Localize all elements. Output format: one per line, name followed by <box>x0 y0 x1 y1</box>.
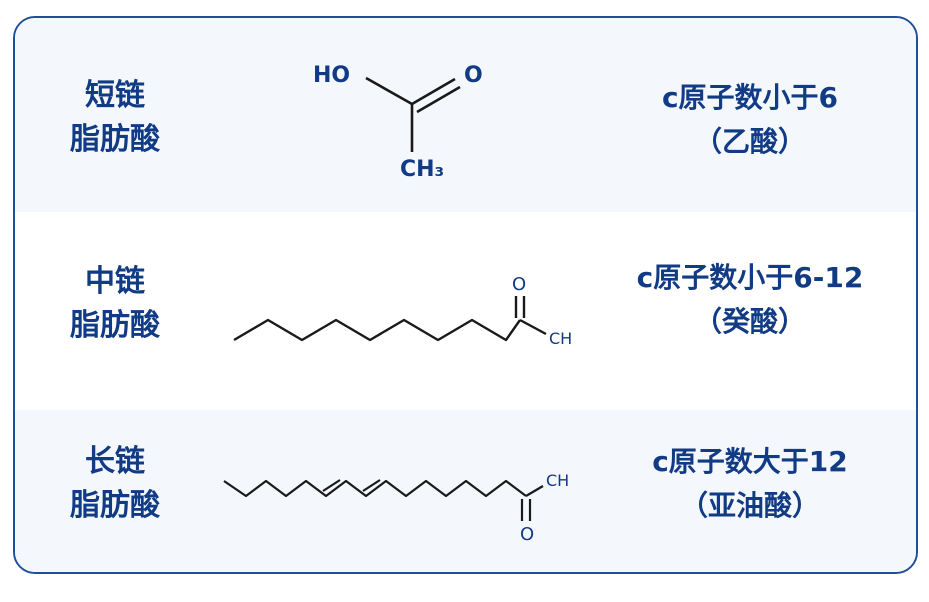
atom-label-oxygen: O <box>464 63 483 88</box>
linoleic-acid-structure: CH O <box>223 471 569 545</box>
description-line2: （亚油酸） <box>679 489 820 522</box>
row-label: 长链 脂肪酸 <box>45 440 185 528</box>
row-label-line1: 短链 <box>85 78 145 113</box>
single-bond <box>519 318 547 336</box>
decanoic-acid-structure: O CH <box>233 274 572 348</box>
atom-label-oxygen: O <box>520 524 534 545</box>
single-bond <box>365 76 413 106</box>
atom-label-methyl: CH₃ <box>400 157 444 182</box>
description-line1: c原子数小于6 <box>661 81 839 114</box>
carbon-count-description: c原子数小于6 （乙酸） <box>615 76 885 164</box>
row-label-line1: 长链 <box>85 444 145 479</box>
row-label: 短链 脂肪酸 <box>45 74 185 162</box>
carbon-chain <box>223 479 527 498</box>
double-bond-line <box>322 479 341 492</box>
atom-label-oxygen: O <box>512 274 526 295</box>
fatty-acid-table: 短链 脂肪酸 HO O CH₃ c原子数小于6 （乙酸） 中链 脂肪酸 O <box>13 16 918 574</box>
double-bond-line-a <box>411 77 456 106</box>
description-line1: c原子数小于6-12 <box>636 261 864 294</box>
double-bond-line-b <box>416 85 461 114</box>
atom-label-aldehyde: CH <box>546 471 569 490</box>
row-short-chain: 短链 脂肪酸 HO O CH₃ c原子数小于6 （乙酸） <box>15 18 916 212</box>
description-line1: c原子数大于12 <box>652 445 848 478</box>
row-long-chain: 长链 脂肪酸 CH O c原子数大于12 （亚油酸） <box>15 410 916 572</box>
row-label: 中链 脂肪酸 <box>45 260 185 348</box>
row-label-line2: 脂肪酸 <box>70 122 160 157</box>
atom-label-aldehyde: CH <box>549 329 572 348</box>
description-line2: （癸酸） <box>693 305 806 338</box>
row-label-line2: 脂肪酸 <box>70 308 160 343</box>
row-label-line1: 中链 <box>85 264 145 299</box>
description-line2: （乙酸） <box>693 125 806 158</box>
row-medium-chain: 中链 脂肪酸 O CH c原子数小于6-12 （癸酸） <box>15 212 916 410</box>
acetic-acid-structure: HO O CH₃ <box>313 63 483 182</box>
carbon-chain <box>233 318 521 342</box>
row-label-line2: 脂肪酸 <box>70 488 160 523</box>
single-bond <box>525 485 544 497</box>
carbon-count-description: c原子数小于6-12 （癸酸） <box>615 256 885 344</box>
atom-label-hydroxyl: HO <box>313 63 350 88</box>
double-bond-line <box>362 479 381 492</box>
carbon-count-description: c原子数大于12 （亚油酸） <box>615 440 885 528</box>
